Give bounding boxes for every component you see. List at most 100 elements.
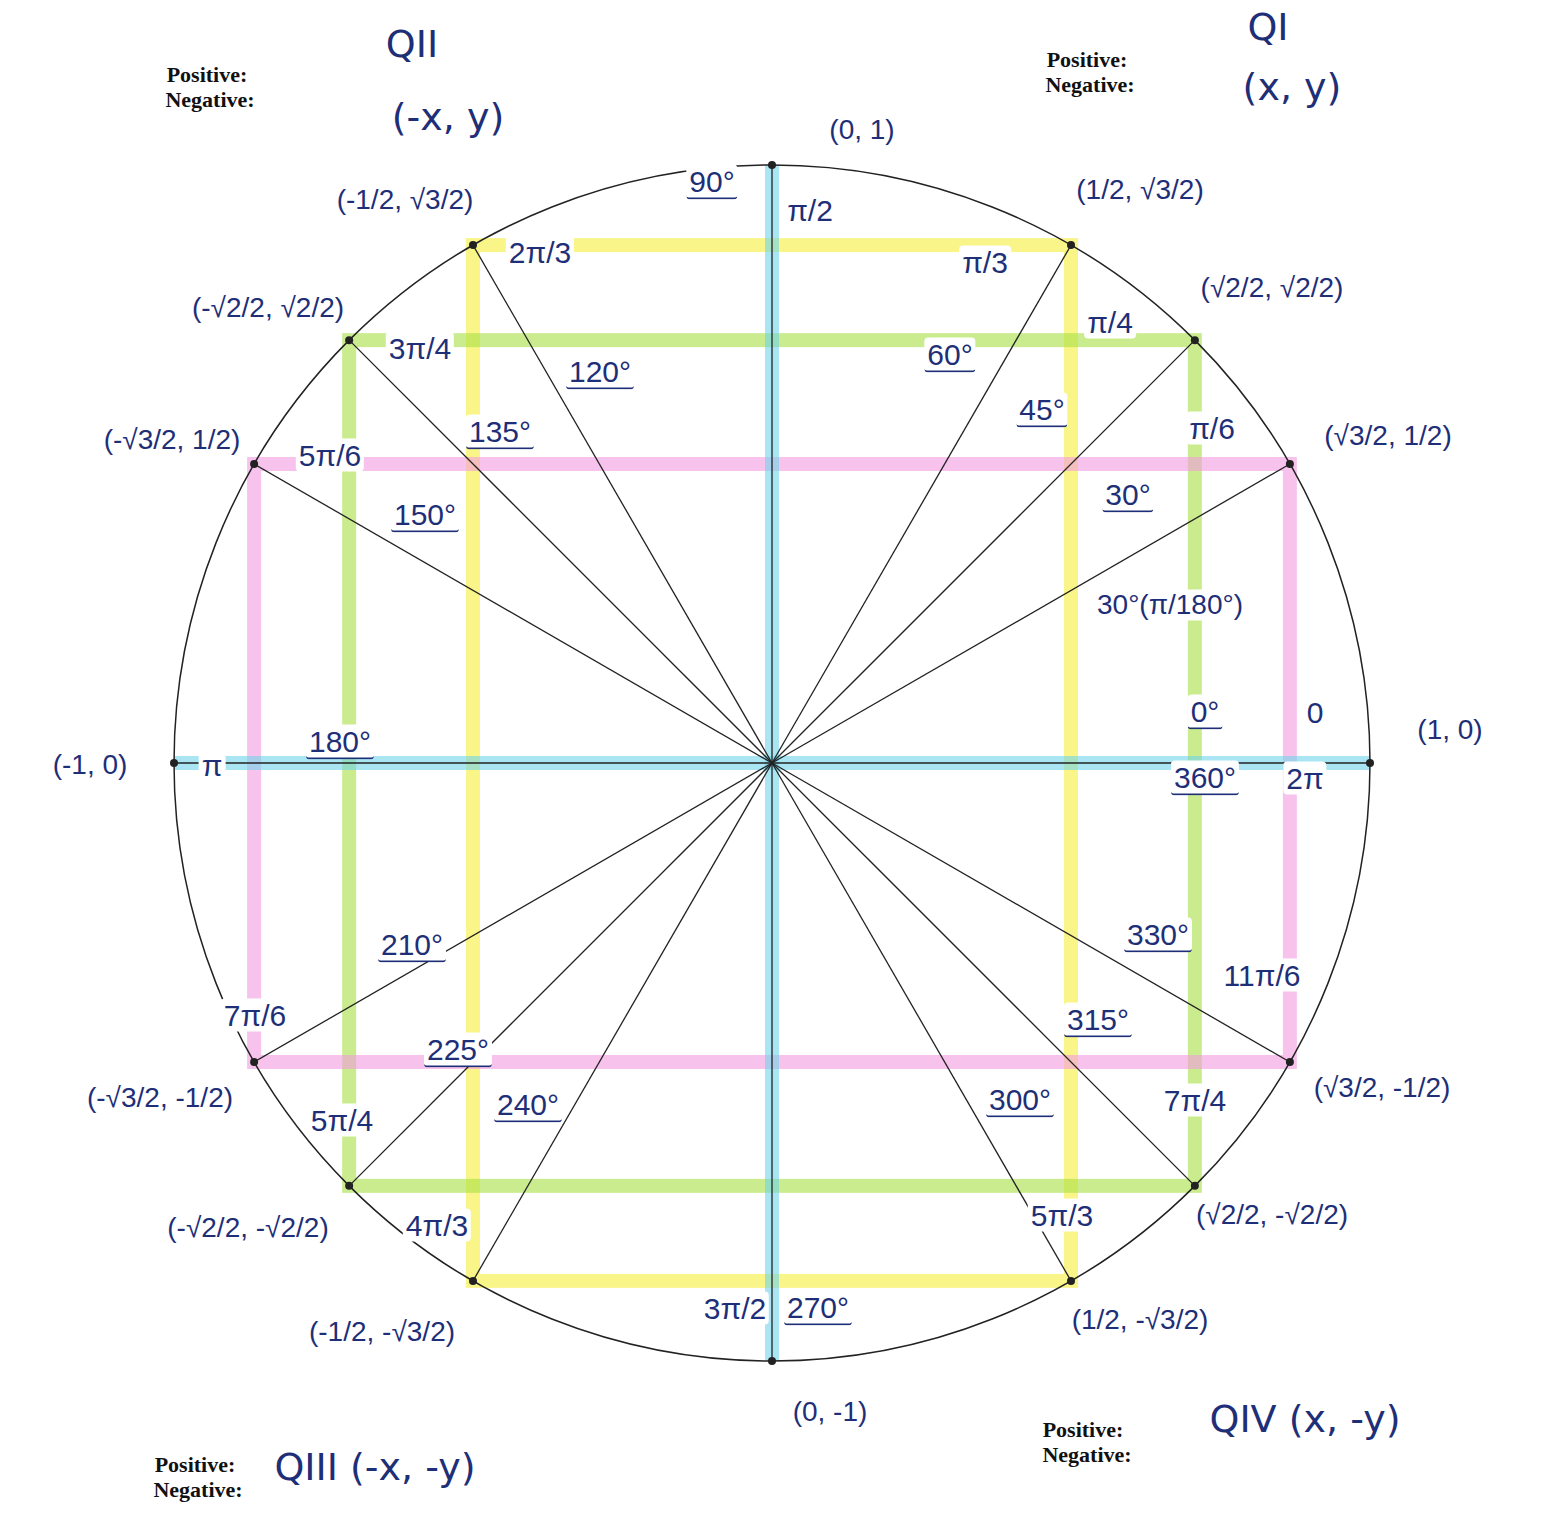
radian-label: 7π/6	[221, 999, 289, 1032]
radius-line	[771, 763, 772, 1361]
quadrant-name: QII	[383, 24, 441, 66]
degree-label: 300°	[986, 1083, 1054, 1118]
radius-line	[254, 464, 772, 763]
conversion-note: 30°(π/180°)	[1094, 590, 1246, 621]
radian-label: 3π/2	[701, 1292, 769, 1325]
angle-point	[469, 241, 477, 249]
radius-line	[349, 763, 772, 1186]
coordinate: (√2/2, -√2/2)	[1193, 1200, 1351, 1231]
degree-label: 45°	[1016, 393, 1067, 428]
angle-point	[170, 759, 178, 767]
radian-label: 4π/3	[403, 1209, 471, 1242]
coordinate: (1, 0)	[1414, 715, 1485, 746]
degree-label: 120°	[566, 355, 634, 390]
radian-label: π/4	[1084, 306, 1136, 339]
radian-label: 11π/6	[1221, 959, 1304, 992]
coordinate: (0, 1)	[826, 115, 897, 146]
radian-label: π/3	[959, 246, 1011, 279]
radius-line	[174, 762, 772, 763]
radian-label: π	[199, 749, 226, 782]
sign-label: Negative:	[1045, 73, 1134, 97]
radius-line	[772, 340, 1195, 763]
coordinate: (-1, 0)	[50, 750, 131, 781]
degree-label: 210°	[378, 928, 446, 963]
radian-label: 7π/4	[1161, 1084, 1229, 1117]
degree-label: 0°	[1188, 695, 1223, 730]
coordinate: (1/2, -√3/2)	[1069, 1305, 1212, 1336]
radius-line	[349, 340, 772, 763]
radius-line	[473, 763, 772, 1281]
radius-line	[254, 763, 772, 1062]
radius-line	[772, 245, 1071, 763]
angle-point	[250, 1058, 258, 1066]
radius-line	[772, 763, 1195, 1186]
radian-label: 5π/4	[308, 1104, 376, 1137]
radian-label: 0	[1304, 696, 1327, 729]
degree-label: 240°	[494, 1088, 562, 1123]
quadrant-name: QIV (x, -y)	[1206, 1399, 1403, 1441]
angle-point	[1286, 1058, 1294, 1066]
angle-point	[768, 1357, 776, 1365]
coordinate: (-1/2, √3/2)	[334, 185, 477, 216]
radian-label: 2π/3	[506, 236, 574, 269]
sign-label: Positive:	[1047, 48, 1128, 72]
radius-line	[772, 464, 1290, 763]
sign-label: Positive:	[167, 63, 248, 87]
degree-label: 330°	[1124, 918, 1192, 953]
coordinate: (-√3/2, 1/2)	[101, 425, 244, 456]
angle-point	[1366, 759, 1374, 767]
coordinate: (-√2/2, -√2/2)	[164, 1213, 331, 1244]
angle-point	[1191, 1182, 1199, 1190]
radius-line	[772, 763, 1290, 1062]
angle-point	[345, 336, 353, 344]
degree-label: 315°	[1064, 1003, 1132, 1038]
degree-label: 60°	[924, 338, 975, 373]
angle-point	[768, 161, 776, 169]
angle-point	[1191, 336, 1199, 344]
quadrant-name: QIII (-x, -y)	[271, 1447, 478, 1489]
degree-label: 150°	[391, 498, 459, 533]
coordinate: (1/2, √3/2)	[1073, 175, 1206, 206]
degree-label: 135°	[466, 415, 534, 450]
coordinate: (0, -1)	[790, 1397, 871, 1428]
degree-label: 180°	[306, 725, 374, 760]
degree-label: 270°	[784, 1291, 852, 1326]
radian-label: 5π/3	[1028, 1199, 1096, 1232]
radian-label: π/6	[1186, 412, 1238, 445]
radius-line	[772, 763, 1071, 1281]
quadrant-rule: (-x, y)	[389, 97, 508, 139]
sign-label: Negative:	[1042, 1443, 1131, 1467]
degree-label: 360°	[1171, 761, 1239, 796]
radian-label: 5π/6	[296, 439, 364, 472]
angle-point	[1067, 241, 1075, 249]
quadrant-name: QI	[1244, 7, 1291, 49]
degree-label: 90°	[686, 165, 737, 200]
coordinate: (√2/2, √2/2)	[1198, 273, 1347, 304]
radius-line	[772, 762, 1370, 763]
angle-point	[1067, 1277, 1075, 1285]
coordinate: (√3/2, 1/2)	[1321, 421, 1454, 452]
radian-label: 2π	[1283, 762, 1326, 795]
angle-point	[1286, 460, 1294, 468]
unit-circle	[174, 165, 1370, 1361]
radian-label: π/2	[784, 194, 836, 227]
sign-label: Negative:	[153, 1478, 242, 1502]
angle-point	[345, 1182, 353, 1190]
sign-label: Positive:	[1043, 1418, 1124, 1442]
angle-point	[469, 1277, 477, 1285]
coordinate: (√3/2, -1/2)	[1311, 1073, 1454, 1104]
radius-line	[771, 165, 772, 763]
coordinate: (-√2/2, √2/2)	[189, 293, 347, 324]
degree-label: 30°	[1102, 478, 1153, 513]
sign-label: Positive:	[155, 1453, 236, 1477]
coordinate: (-1/2, -√3/2)	[306, 1317, 458, 1348]
sign-label: Negative:	[165, 88, 254, 112]
quadrant-rule: (x, y)	[1240, 67, 1345, 109]
degree-label: 225°	[424, 1033, 492, 1068]
radian-label: 3π/4	[386, 332, 454, 365]
angle-point	[250, 460, 258, 468]
coordinate: (-√3/2, -1/2)	[84, 1083, 236, 1114]
